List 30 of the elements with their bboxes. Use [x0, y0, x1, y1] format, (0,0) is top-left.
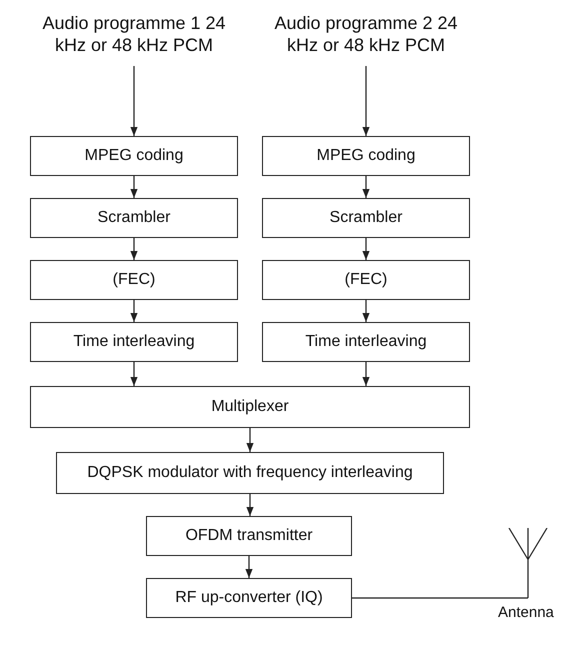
- input-label: Audio programme 2 24 kHz or 48 kHz PCM: [262, 4, 470, 66]
- process-box: (FEC): [30, 260, 238, 300]
- process-box: OFDM transmitter: [146, 516, 352, 556]
- arrow: [362, 300, 370, 322]
- arrow: [246, 428, 254, 452]
- arrow: [362, 176, 370, 198]
- arrow: [130, 66, 138, 136]
- arrow: [362, 238, 370, 260]
- process-box: Multiplexer: [30, 386, 470, 428]
- process-box: MPEG coding: [30, 136, 238, 176]
- arrow: [130, 362, 138, 386]
- process-box: DQPSK modulator with frequency interleaving: [56, 452, 444, 494]
- process-box: (FEC): [262, 260, 470, 300]
- arrow: [130, 176, 138, 198]
- process-box: Time interleaving: [262, 322, 470, 362]
- process-box: Time interleaving: [30, 322, 238, 362]
- process-box: Scrambler: [262, 198, 470, 238]
- arrow: [362, 362, 370, 386]
- antenna-icon: [508, 528, 548, 598]
- process-box: MPEG coding: [262, 136, 470, 176]
- arrow: [130, 238, 138, 260]
- arrow: [130, 300, 138, 322]
- arrow: [245, 556, 253, 578]
- antenna-label: Antenna: [498, 604, 554, 621]
- arrow: [362, 66, 370, 136]
- input-label: Audio programme 1 24 kHz or 48 kHz PCM: [30, 4, 238, 66]
- arrow: [246, 494, 254, 516]
- connector-line: [352, 597, 529, 599]
- process-box: RF up-converter (IQ): [146, 578, 352, 618]
- process-box: Scrambler: [30, 198, 238, 238]
